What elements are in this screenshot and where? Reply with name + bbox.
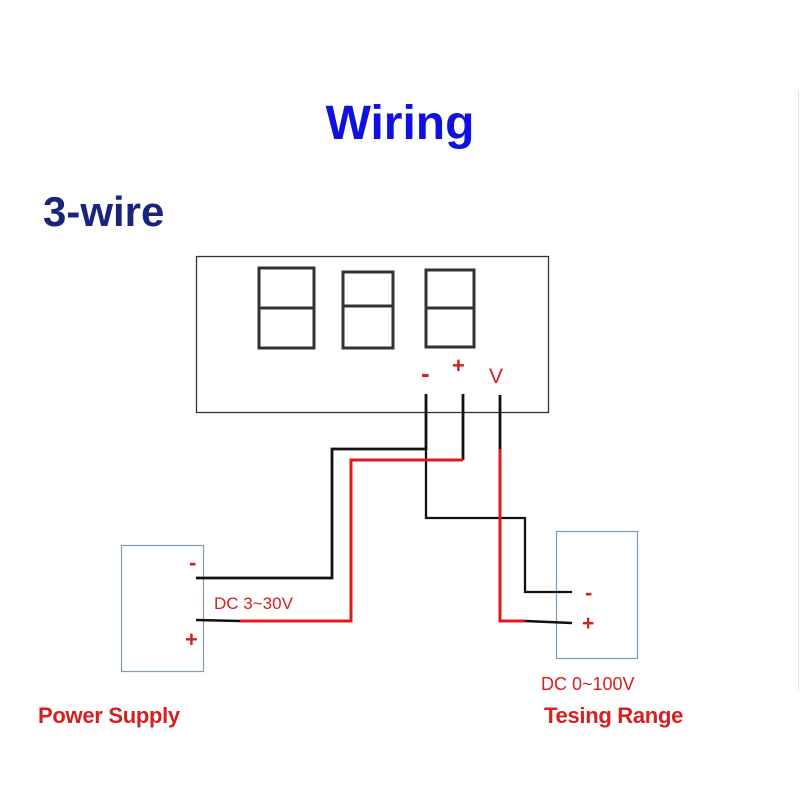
seven-segment-digit-1 [257, 266, 316, 350]
wire-meter-minus-to-supply-minus [196, 394, 428, 580]
seven-segment-digit-3 [424, 268, 476, 349]
wire-meter-minus-to-testing-minus [424, 449, 572, 594]
testing-plus-label: + [582, 612, 595, 635]
testing-range-box [555, 530, 639, 660]
voltmeter-body [195, 255, 550, 414]
supply-range-label: DC 3~30V [214, 594, 293, 613]
supply-plus-lead [195, 618, 241, 623]
diagram-title: Wiring [325, 97, 475, 150]
meter-terminal-v-label: V [489, 365, 504, 388]
edge-divider [798, 90, 799, 690]
testing-range-label: Tesing Range [544, 703, 684, 728]
supply-plus-label: + [185, 627, 198, 652]
meter-terminal-minus-label: - [421, 358, 430, 388]
wire-meter-v-to-testing-plus [498, 449, 525, 623]
power-supply-label: Power Supply [38, 703, 180, 728]
supply-minus-label: - [189, 550, 197, 575]
seven-segment-digit-2 [341, 270, 395, 350]
power-supply-box [120, 544, 205, 673]
meter-terminal-plus-label: + [452, 353, 465, 378]
testing-minus-label: - [585, 580, 593, 605]
wiring-mode-heading: 3-wire [43, 188, 165, 235]
testing-plus-lead [524, 619, 573, 625]
testing-range-value-label: DC 0~100V [541, 674, 635, 694]
wire-meter-plus-to-supply-plus [240, 458, 463, 623]
